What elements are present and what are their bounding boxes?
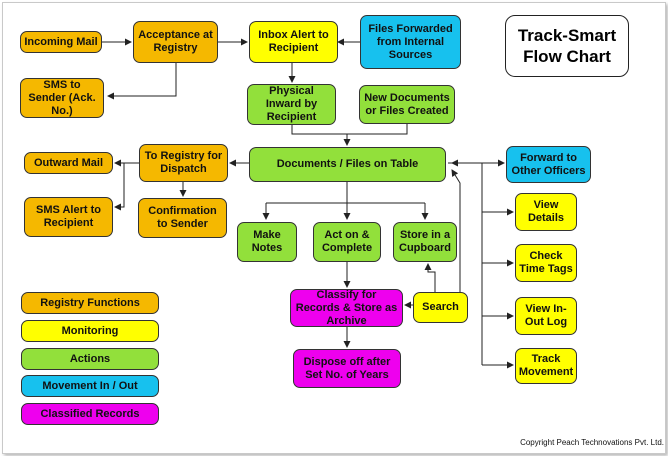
act-complete-box: Act on & Complete [313, 222, 381, 262]
legend-classified: Classified Records [21, 403, 159, 425]
classify-records-box: Classify for Records & Store as Archive [290, 289, 403, 327]
physical-inward-label: Physical Inward by Recipient [265, 85, 318, 123]
sms-alert-recipient-box: SMS Alert to Recipient [24, 197, 113, 237]
forward-officers-label: Forward to Other Officers [511, 151, 586, 177]
sms-sender-box: SMS to Sender (Ack. No.) [20, 78, 104, 118]
documents-on-table-box: Documents / Files on Table [249, 147, 446, 182]
legend-movement-label: Movement In / Out [42, 379, 138, 392]
view-details-label: View Details [527, 199, 565, 224]
documents-on-table-label: Documents / Files on Table [276, 158, 419, 170]
to-registry-label: To Registry for Dispatch [144, 150, 223, 175]
confirmation-sender-box: Confirmation to Sender [138, 198, 227, 238]
search-label: Search [422, 301, 459, 313]
files-forwarded-label: Files Forwarded from Internal Sources [368, 22, 453, 61]
files-forwarded-box: Files Forwarded from Internal Sources [360, 15, 461, 69]
legend-actions-label: Actions [69, 352, 111, 365]
check-time-tags-box: Check Time Tags [515, 244, 577, 282]
track-movement-label: Track Movement [518, 353, 574, 378]
store-cupboard-box: Store in a Cupboard [393, 222, 457, 262]
confirmation-sender-label: Confirmation to Sender [148, 205, 217, 230]
incoming-mail-label: Incoming Mail [24, 35, 98, 48]
forward-officers-box: Forward to Other Officers [506, 146, 591, 183]
sms-alert-recipient-label: SMS Alert to Recipient [36, 204, 101, 229]
new-documents-label: New Documents or Files Created [364, 91, 450, 117]
inbox-alert-label: Inbox Alert to Recipient [258, 29, 329, 54]
physical-inward-box: Physical Inward by Recipient [247, 84, 336, 125]
outward-mail-box: Outward Mail [24, 152, 113, 174]
arrow-dispatch-to-sms-alert [114, 163, 125, 211]
store-cupboard-label: Store in a Cupboard [399, 229, 451, 254]
legend-registry-functions: Registry Functions [21, 292, 159, 314]
search-box: Search [413, 292, 468, 323]
acceptance-registry-label: Acceptance at Registry [138, 29, 213, 54]
track-movement-box: Track Movement [515, 348, 577, 384]
view-inout-log-label: View In-Out Log [524, 303, 568, 328]
acceptance-registry-box: Acceptance at Registry [133, 21, 218, 63]
legend-monitoring: Monitoring [21, 320, 159, 342]
chart-title: Track-Smart Flow Chart [505, 15, 629, 77]
dispose-box: Dispose off after Set No. of Years [293, 349, 401, 388]
legend-movement: Movement In / Out [21, 375, 159, 397]
copyright-notice: Copyright Peach Technovations Pvt. Ltd. [520, 438, 664, 447]
incoming-mail-box: Incoming Mail [20, 31, 102, 53]
make-notes-box: Make Notes [237, 222, 297, 262]
new-documents-box: New Documents or Files Created [359, 85, 455, 124]
sms-sender-label: SMS to Sender (Ack. No.) [28, 78, 96, 117]
arrow-acceptance-to-sms [107, 63, 177, 100]
arrow-search-to-store [424, 263, 436, 292]
classify-records-label: Classify for Records & Store as Archive [295, 288, 398, 327]
outward-mail-label: Outward Mail [33, 156, 104, 169]
view-inout-log-box: View In-Out Log [515, 297, 577, 335]
legend-classified-label: Classified Records [40, 407, 140, 420]
check-time-tags-label: Check Time Tags [519, 250, 573, 275]
arrow-search-to-documents [451, 169, 461, 292]
legend-actions: Actions [21, 348, 159, 370]
legend-registry-label: Registry Functions [40, 296, 140, 309]
inbox-alert-box: Inbox Alert to Recipient [249, 21, 338, 63]
view-details-box: View Details [515, 193, 577, 231]
legend-monitoring-label: Monitoring [61, 324, 119, 337]
to-registry-box: To Registry for Dispatch [139, 144, 228, 182]
dispose-label: Dispose off after Set No. of Years [303, 355, 391, 381]
act-complete-label: Act on & Complete [321, 229, 373, 254]
make-notes-label: Make Notes [251, 229, 283, 254]
